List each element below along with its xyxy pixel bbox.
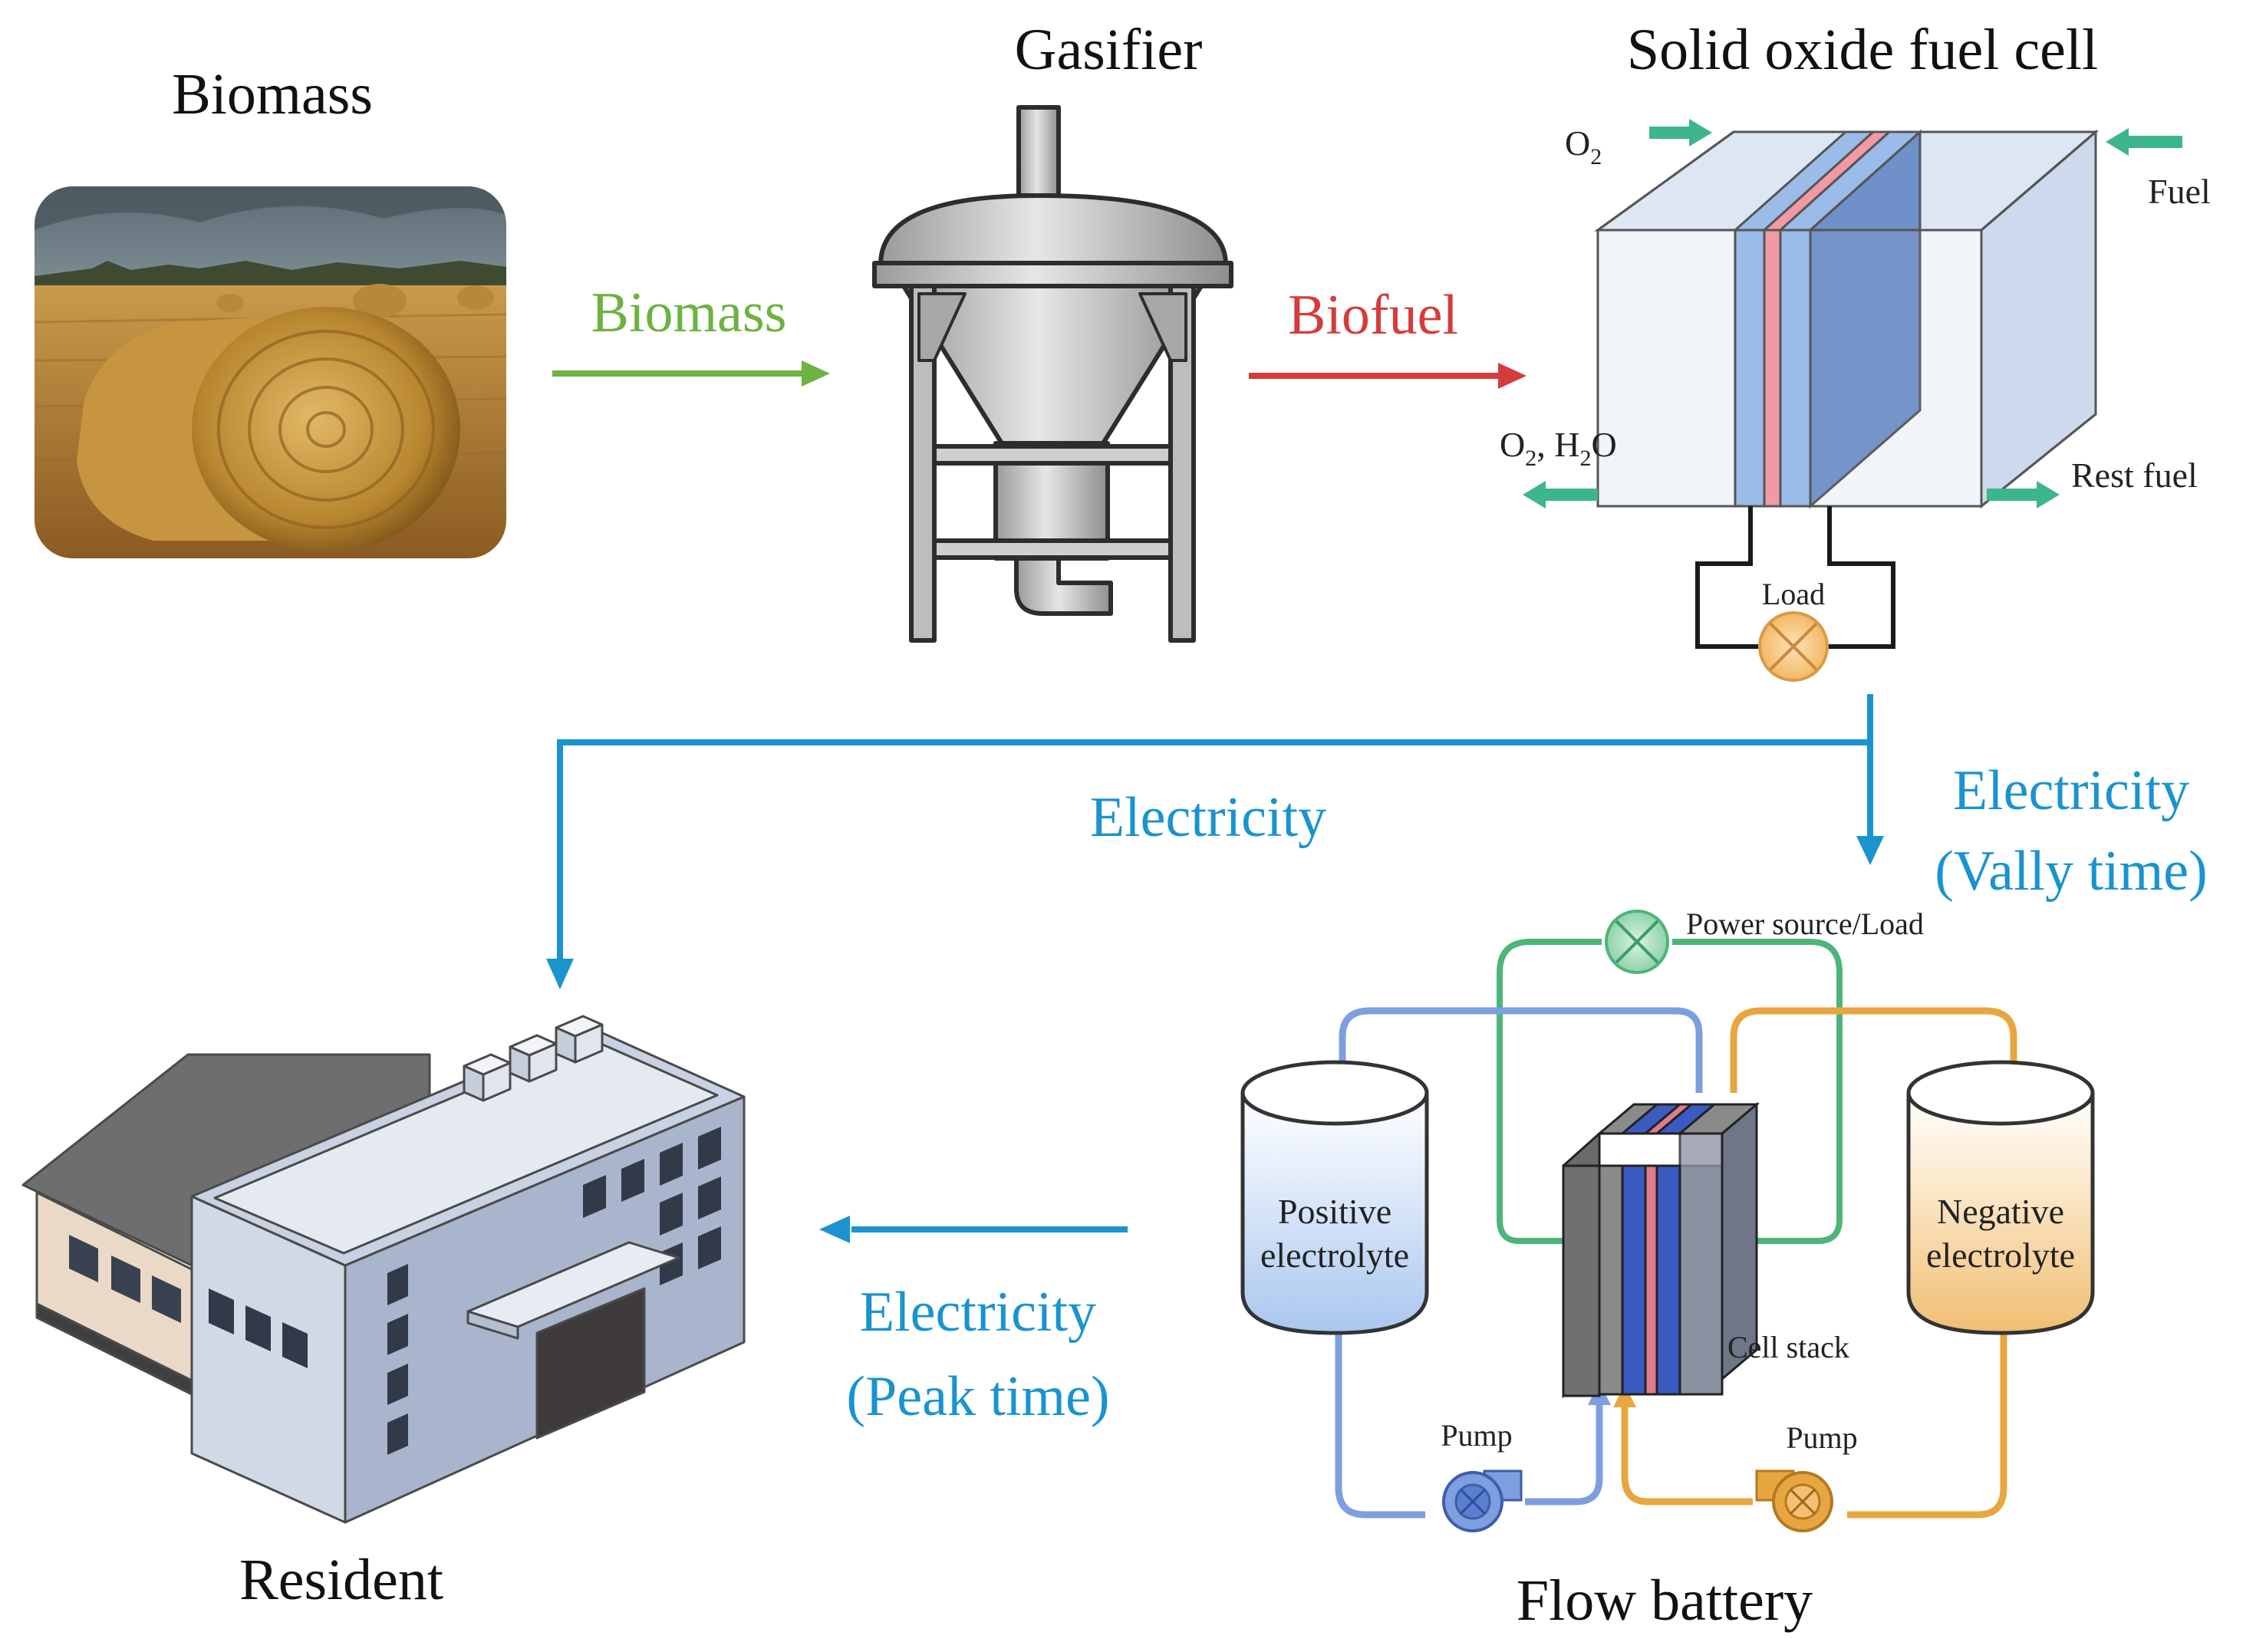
electricity-valley-label: Electricity	[1953, 759, 2189, 822]
fuel-inlet-arrow	[2106, 128, 2182, 156]
valley-arrowhead	[1856, 836, 1884, 865]
power-source-load-icon	[1605, 910, 1669, 974]
electricity-peak-label: Electricity	[860, 1281, 1096, 1344]
o2-inlet-label: O2	[1565, 123, 1602, 169]
left-pump-label: Pump	[1441, 1418, 1512, 1453]
resident-title: Resident	[239, 1548, 443, 1612]
biofuel-arrow	[1249, 363, 1527, 389]
sofc-load-label: Load	[1762, 577, 1825, 611]
gasifier-title: Gasifier	[1015, 18, 1203, 82]
right-pump-icon	[1755, 1469, 1833, 1532]
biomass-title: Biomass	[172, 62, 373, 127]
peak-arrowhead	[819, 1216, 850, 1243]
o2-h2o-outlet-label: O2, H2O	[1500, 425, 1617, 471]
negative-return-arrowhead	[1613, 1384, 1636, 1407]
resident-building-icon	[21, 1015, 746, 1524]
positive-electrolyte-tank	[1240, 1060, 1429, 1335]
electricity-lines	[557, 694, 1873, 1232]
positive-electrolyte-label-1: Positive	[1278, 1192, 1391, 1231]
peak-time-label: (Peak time)	[846, 1365, 1109, 1428]
o2-h2o-outlet-arrow	[1523, 481, 1598, 508]
biomass-arrow	[552, 360, 830, 387]
valley-time-label: (Vally time)	[1935, 840, 2208, 903]
positive-electrolyte-label-2: electrolyte	[1260, 1236, 1409, 1275]
flow-battery-title: Flow battery	[1517, 1568, 1813, 1633]
cell-stack-label: Cell stack	[1727, 1330, 1849, 1364]
rest-fuel-label: Rest fuel	[2071, 456, 2198, 495]
electricity-label: Electricity	[1090, 786, 1326, 849]
negative-electrolyte-label-1: Negative	[1937, 1192, 2064, 1231]
rest-fuel-outlet-arrow	[1987, 481, 2060, 508]
power-source-load-label: Power source/Load	[1686, 907, 1924, 941]
cell-stack	[1562, 1101, 1760, 1399]
fuel-label: Fuel	[2148, 172, 2211, 211]
biomass-flow-label: Biomass	[591, 281, 787, 344]
right-pump-label: Pump	[1786, 1420, 1857, 1455]
left-pump-icon	[1442, 1469, 1523, 1532]
resident-arrowhead	[546, 959, 574, 989]
biofuel-flow-label: Biofuel	[1288, 284, 1458, 347]
positive-electrolyte-pipes	[1335, 1007, 1703, 1519]
o2-inlet-arrow	[1649, 119, 1712, 146]
sofc-cell	[1594, 129, 2100, 509]
negative-electrolyte-label-2: electrolyte	[1926, 1236, 2075, 1275]
hay-bale-photo	[35, 186, 506, 558]
sofc-load-circuit	[1695, 506, 1895, 649]
negative-electrolyte-pipes	[1621, 1007, 2017, 1519]
battery-power-wire	[1497, 939, 1843, 1244]
sofc-load-icon	[1758, 611, 1829, 682]
sofc-title: Solid oxide fuel cell	[1627, 18, 2098, 82]
gasifier-icon	[872, 105, 1233, 643]
negative-electrolyte-tank	[1906, 1060, 2095, 1335]
